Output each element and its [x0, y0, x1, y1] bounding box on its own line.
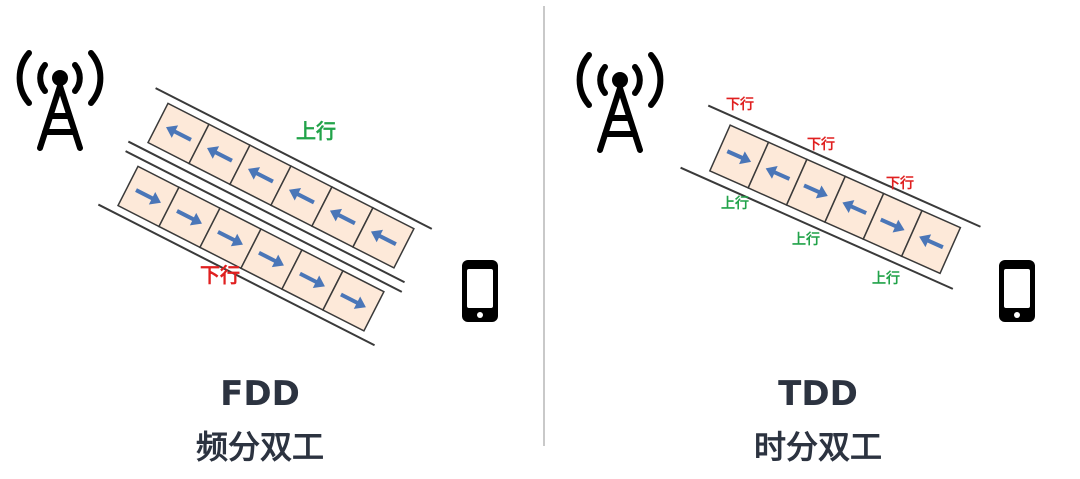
channel-cell-downlink [862, 192, 924, 258]
channel-cell-uplink [351, 206, 415, 269]
rail [680, 166, 954, 290]
arrow-head-icon [370, 229, 384, 243]
arrow-head-icon [148, 192, 161, 205]
tdd-label-up: 上行 [792, 231, 820, 248]
arrow-head-icon [166, 125, 179, 138]
arrow-head-icon [189, 212, 202, 226]
panel-divider [543, 6, 545, 446]
arrow-head-icon [892, 219, 905, 233]
arrow-head-icon [247, 167, 261, 180]
arrow-head-icon [353, 296, 366, 309]
channel-cell-downlink [239, 228, 303, 291]
fdd-subtitle: 频分双工 [195, 428, 324, 466]
rail [127, 140, 406, 284]
channel-cell-uplink [228, 144, 292, 207]
channel-cell-uplink [310, 185, 374, 249]
tdd-label-down: 下行 [807, 136, 835, 153]
arrow-head-icon [765, 166, 778, 179]
channel-cell-downlink [321, 269, 385, 332]
tdd-diagram: 下行 下行 下行 上行 上行 上行 [576, 52, 1035, 322]
tdd-panel: 下行 下行 下行 上行 上行 上行 TDD 时分双工 [548, 0, 1080, 479]
fdd-diagram: 上行 下行 [16, 50, 498, 347]
channel-cell-downlink [708, 124, 770, 189]
fdd-panel: 上行 下行 FDD 频分双工 [16, 50, 498, 466]
tdd-channel [680, 104, 981, 290]
tdd-title: TDD [778, 374, 858, 414]
tdd-label-up: 上行 [872, 270, 900, 287]
cell-tower-icon [16, 50, 104, 151]
arrow-head-icon [842, 200, 855, 213]
rail [155, 87, 433, 230]
tdd-label-down: 下行 [726, 96, 754, 113]
fdd-downlink-label: 下行 [200, 263, 240, 287]
arrow-head-icon [815, 185, 828, 199]
rail [707, 104, 981, 228]
arrow-head-icon [739, 151, 752, 165]
fdd-downlink-channel [97, 150, 403, 347]
rail [97, 203, 376, 347]
smartphone-icon [999, 260, 1035, 322]
arrow-head-icon [207, 146, 220, 159]
fdd-uplink-label: 上行 [296, 119, 336, 143]
arrow-head-icon [312, 275, 325, 289]
arrow-head-icon [271, 254, 284, 268]
smartphone-icon [462, 260, 498, 322]
channel-cell-downlink [117, 165, 180, 228]
tdd-label-up: 上行 [721, 195, 749, 212]
arrow-head-icon [288, 188, 302, 201]
arrow-head-icon [919, 234, 932, 248]
cell-tower-icon [576, 52, 664, 153]
arrow-head-icon [329, 208, 343, 222]
fdd-uplink-channel [127, 87, 433, 284]
tdd-subtitle: 时分双工 [753, 428, 882, 466]
fdd-title: FDD [220, 374, 300, 414]
tdd-label-down: 下行 [886, 175, 914, 192]
rail [125, 150, 403, 293]
channel-cell-uplink [900, 209, 962, 275]
arrow-head-icon [230, 233, 243, 247]
channel-cell-downlink [198, 207, 262, 270]
